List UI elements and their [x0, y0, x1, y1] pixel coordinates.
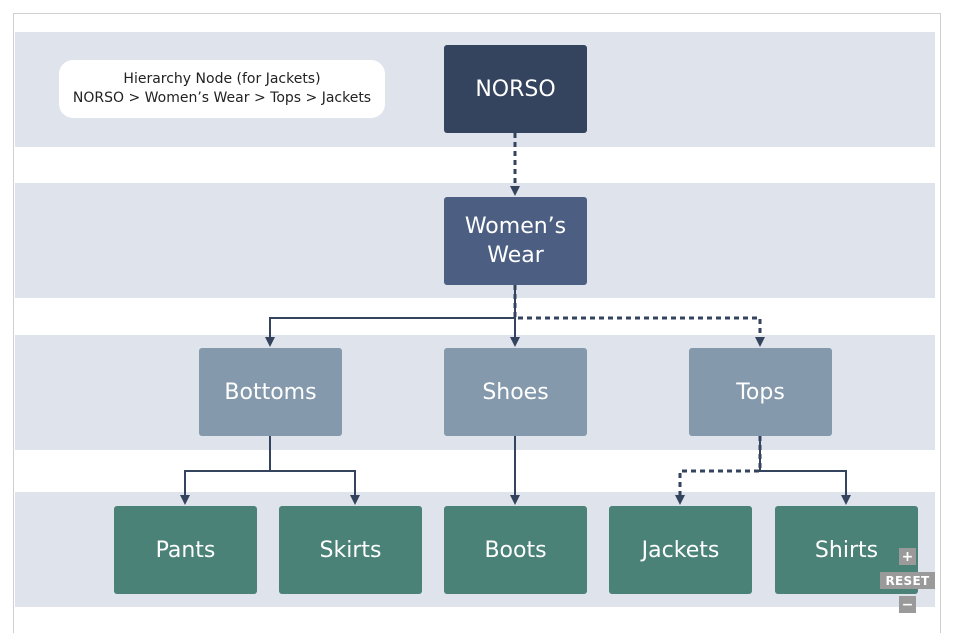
- edge-shoes-to-boots-arrowhead: [510, 495, 520, 505]
- node-boots[interactable]: Boots: [444, 506, 587, 594]
- edge-womens-wear-to-bottoms-arrowhead: [265, 337, 275, 347]
- node-label: Skirts: [319, 537, 382, 563]
- node-label: Tops: [736, 379, 785, 405]
- edge-bottoms-to-pants-arrowhead: [180, 495, 190, 505]
- zoom-in-button[interactable]: +: [899, 548, 916, 565]
- node-skirts[interactable]: Skirts: [279, 506, 422, 594]
- node-label: NORSO: [475, 76, 556, 102]
- canvas-border: [13, 13, 941, 633]
- edge-bottoms-to-pants: [184, 436, 271, 497]
- node-norso[interactable]: NORSO: [444, 45, 587, 133]
- edge-womens-wear-to-tops-arrowhead: [755, 337, 765, 347]
- node-pants[interactable]: Pants: [114, 506, 257, 594]
- hierarchy-callout: Hierarchy Node (for Jackets) NORSO > Wom…: [59, 60, 385, 118]
- edge-norso-to-womens-wear-arrowhead: [510, 186, 520, 196]
- edge-tops-to-jackets: [678, 436, 762, 497]
- node-label: Women’s Wear: [464, 214, 567, 268]
- zoom-reset-button[interactable]: RESET: [880, 572, 935, 589]
- node-label: Pants: [155, 537, 216, 563]
- reset-label: RESET: [885, 573, 930, 588]
- node-bottoms[interactable]: Bottoms: [199, 348, 342, 436]
- callout-title: Hierarchy Node (for Jackets): [123, 71, 321, 87]
- node-label: Boots: [484, 537, 547, 563]
- edge-womens-wear-to-tops: [513, 285, 762, 339]
- edge-tops-to-shirts-arrowhead: [841, 495, 851, 505]
- edge-bottoms-to-skirts-arrowhead: [350, 495, 360, 505]
- edge-bottoms-to-skirts: [269, 436, 356, 497]
- node-label: Shirts: [814, 537, 879, 563]
- node-shoes[interactable]: Shoes: [444, 348, 587, 436]
- node-label: Bottoms: [224, 379, 317, 405]
- node-tops[interactable]: Tops: [689, 348, 832, 436]
- node-label: Jackets: [641, 537, 720, 563]
- zoom-out-button[interactable]: −: [899, 596, 916, 613]
- edge-tops-to-jackets-arrowhead: [675, 495, 685, 505]
- edge-womens-wear-to-shoes-arrowhead: [510, 337, 520, 347]
- node-jackets[interactable]: Jackets: [609, 506, 752, 594]
- node-label: Shoes: [482, 379, 549, 405]
- edge-tops-to-shirts: [759, 436, 847, 497]
- callout-path: NORSO > Women’s Wear > Tops > Jackets: [72, 90, 372, 106]
- minus-icon: −: [901, 596, 914, 613]
- node-womens-wear[interactable]: Women’s Wear: [444, 197, 587, 285]
- plus-icon: +: [901, 548, 914, 565]
- edge-womens-wear-to-bottoms: [269, 285, 516, 339]
